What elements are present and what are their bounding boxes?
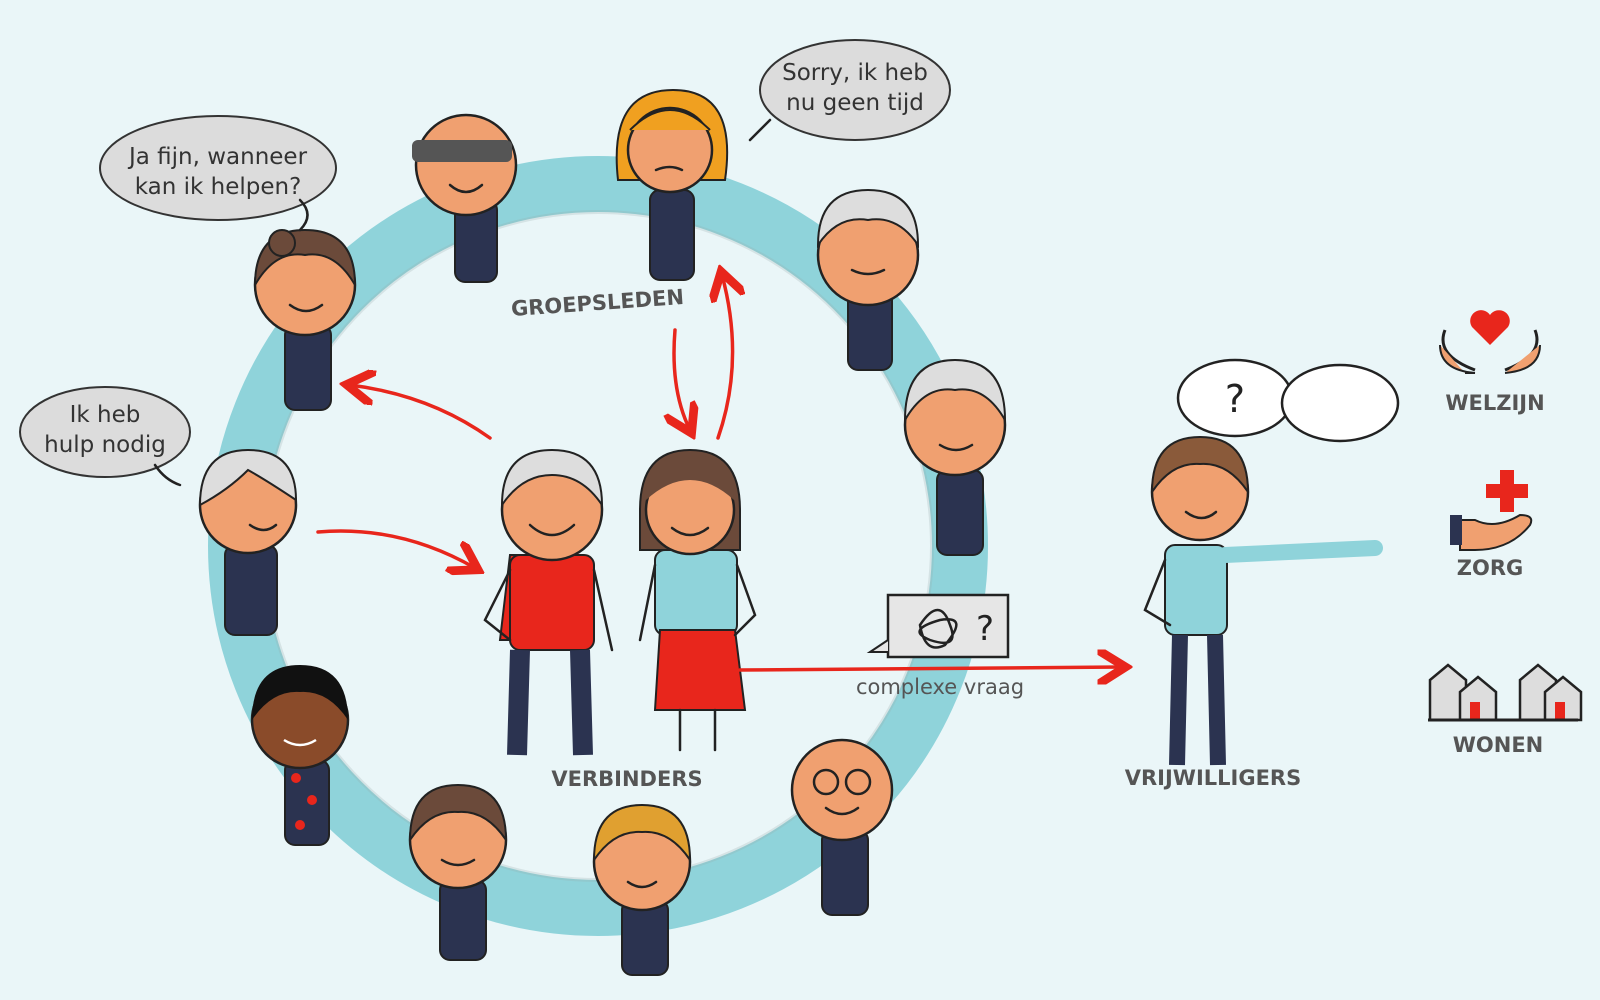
bubble-line: Sorry, ik heb [782,60,928,86]
arrow-to-volunteer [738,667,1122,670]
speech-bubble-needs-help: Ik heb hulp nodig [19,386,191,487]
group-members-label: GROEPSLEDEN [510,285,684,321]
connector-woman [638,448,757,752]
person-orange-hair [615,88,729,281]
arrow-up-to-group [718,275,733,440]
volunteer-person [1143,435,1383,766]
bubble-line: Ik heb [70,402,141,428]
person-glasses-bald [790,738,894,916]
bubble-line: Ja fijn, wanneer [127,144,308,170]
tangle-icon [918,608,958,649]
person-bald-glasses [412,113,518,283]
person-grey-hair-mustache [816,188,920,371]
domain-label-wonen: WONEN [1453,733,1544,757]
person-brown-hair [408,783,508,961]
arrow-from-phone-person [316,529,475,568]
bubble-line: hulp nodig [44,432,166,458]
arrow-down-from-group [674,328,690,430]
volunteers-label: VRIJWILLIGERS [1125,766,1301,790]
speech-bubble-busy: Sorry, ik heb nu geen tijd [748,39,951,142]
connectors-label: VERBINDERS [551,767,702,791]
hand-cross-icon [1450,470,1533,551]
bubble-line: kan ik helpen? [135,174,302,200]
person-black-curly-hair [250,665,350,846]
complex-question-card: ? [866,593,1010,659]
hands-heart-icon [1439,310,1541,374]
person-blonde-bangs [592,803,692,976]
connector-man [483,448,614,756]
houses-icon [1428,663,1583,722]
person-curly-grey [903,358,1007,556]
domain-label-zorg: ZORG [1457,556,1524,580]
question-mark: ? [1225,377,1245,421]
domain-label-welzijn: WELZIJN [1445,391,1544,415]
complex-question-label: complexe vraag [856,675,1024,699]
question-mark: ? [976,609,994,649]
bubble-line: nu geen tijd [786,90,924,116]
speech-bubble-helper: Ja fijn, wanneer kan ik helpen? [99,115,337,232]
arrow-to-bun-person [350,385,492,440]
person-on-phone [198,448,298,636]
person-bun-hair [253,228,357,411]
volunteer-thought-bubbles: ? [1176,358,1400,443]
